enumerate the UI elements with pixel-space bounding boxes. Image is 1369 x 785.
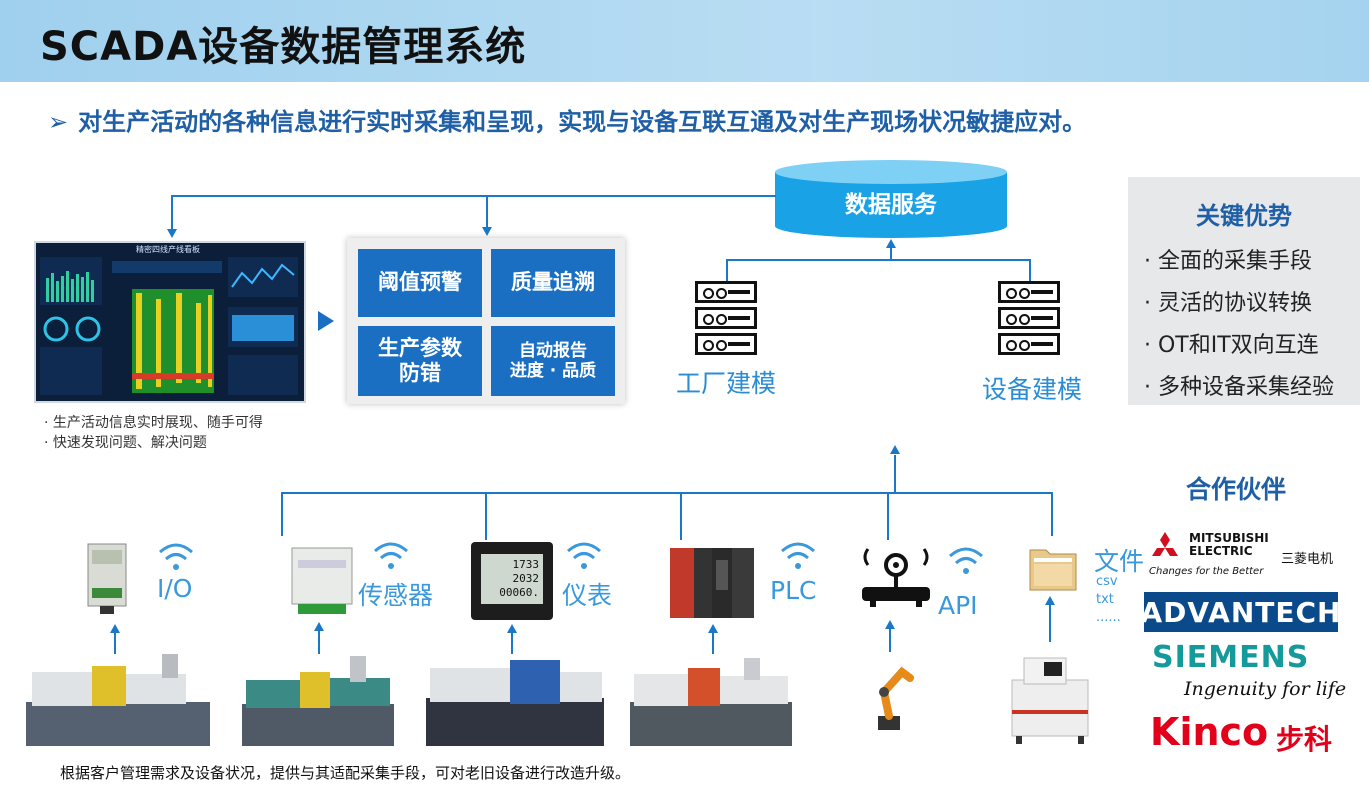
dashboard-title: 精密四线产线看板 xyxy=(136,245,200,254)
dashboard-bullet: · 快速发现问题、解决问题 xyxy=(44,435,207,451)
meter-reading: 1733 xyxy=(512,558,540,571)
router-icon xyxy=(862,548,930,607)
advantage-item: · OT和IT双向互连 xyxy=(1144,333,1319,358)
dashboard-bullet: · 生产活动信息实时展现、随手可得 xyxy=(44,415,263,431)
sensor-icon xyxy=(291,547,353,614)
meter-reading: 00060. xyxy=(499,586,539,599)
feature-param-errorproof: 生产参数 防错 xyxy=(358,326,482,396)
advantech-logo: ADVANTECH xyxy=(1141,592,1341,632)
injection-machine-icon xyxy=(242,656,394,746)
mitsubishi-name-2: ELECTRIC xyxy=(1189,544,1253,558)
mitsubishi-cn: 三菱电机 xyxy=(1281,552,1334,567)
subtitle-text: 对生产活动的各种信息进行实时采集和呈现，实现与设备互联互通及对生产现场状况敏捷应… xyxy=(78,108,1087,136)
dashboard-screenshot xyxy=(34,241,306,403)
arrow-up-icon xyxy=(507,624,517,633)
device-label-io: I/O xyxy=(157,574,193,603)
wifi-icon xyxy=(781,542,815,569)
file-type-more: ...... xyxy=(1096,610,1121,625)
device-label-plc: PLC xyxy=(770,576,817,605)
advantages-panel xyxy=(1128,177,1360,405)
folder-icon xyxy=(1029,549,1077,591)
title-banner xyxy=(0,0,1369,82)
connector-line xyxy=(511,632,513,654)
mitsubishi-tagline: Changes for the Better xyxy=(1149,566,1264,577)
arrow-up-icon xyxy=(890,445,900,454)
connector-line xyxy=(172,195,776,197)
connector-line xyxy=(171,195,173,231)
advantage-item: · 全面的采集手段 xyxy=(1144,249,1312,274)
connector-line xyxy=(726,259,728,281)
arrow-up-icon xyxy=(886,239,896,248)
injection-machine-icon xyxy=(630,658,792,746)
robot-arm-icon xyxy=(878,666,914,730)
arrow-up-icon xyxy=(110,624,120,633)
mitsubishi-diamonds-icon xyxy=(1152,532,1178,556)
connector-line xyxy=(712,632,714,654)
data-service-database-icon xyxy=(775,160,1007,238)
partners-title: 合作伙伴 xyxy=(1186,475,1287,504)
arrow-down-icon xyxy=(482,227,492,236)
arrow-up-icon xyxy=(708,624,718,633)
advantage-item: · 灵活的协议转换 xyxy=(1144,291,1312,316)
arrow-up-icon xyxy=(885,620,895,629)
connector-line xyxy=(486,195,488,229)
siemens-logo: SIEMENS xyxy=(1152,640,1310,675)
device-label-sensor: 传感器 xyxy=(358,581,434,610)
wifi-icon xyxy=(567,542,601,569)
connector-line xyxy=(890,248,892,260)
feature-auto-report: 自动报告 进度 · 品质 xyxy=(491,326,615,396)
connector-line xyxy=(887,492,889,540)
arrow-down-icon xyxy=(167,229,177,238)
injection-machine-icon xyxy=(26,654,210,746)
advantage-item: · 多种设备采集经验 xyxy=(1144,375,1334,400)
page-subtitle: ➢ 对生产活动的各种信息进行实时采集和呈现，实现与设备互联互通及对生产现场状况敏捷… xyxy=(48,102,1086,137)
connector-line xyxy=(1049,604,1051,642)
data-service-label: 数据服务 xyxy=(845,192,937,218)
io-module-icon xyxy=(87,543,127,614)
mitsubishi-name-1: MITSUBISHI xyxy=(1189,531,1269,545)
feature-quality-trace: 质量追溯 xyxy=(491,249,615,317)
inspection-machine-icon xyxy=(1011,657,1089,744)
arrow-right-icon xyxy=(318,311,334,331)
connector-line xyxy=(1051,492,1053,536)
page-title: SCADA设备数据管理系统 xyxy=(40,24,527,70)
device-bus-line xyxy=(281,492,1052,494)
connector-line xyxy=(1029,259,1031,281)
wifi-icon xyxy=(159,543,193,570)
arrow-up-icon xyxy=(1045,596,1055,605)
device-label-file: 文件 xyxy=(1094,547,1145,576)
connector-line xyxy=(281,492,283,536)
device-label-api: API xyxy=(938,591,978,620)
device-label-meter: 仪表 xyxy=(562,581,613,610)
plc-icon xyxy=(670,548,754,618)
file-type-csv: csv xyxy=(1096,574,1118,589)
factory-server-icon xyxy=(695,281,757,359)
connector-line xyxy=(889,628,891,652)
wifi-icon xyxy=(374,542,408,569)
meter-icon: 1733 2032 00060. xyxy=(471,542,553,620)
connector-line xyxy=(680,492,682,540)
arrow-up-icon xyxy=(314,622,324,631)
footer-note: 根据客户管理需求及设备状况，提供与其适配采集手段，可对老旧设备进行改造升级。 xyxy=(60,764,631,782)
arrow-bullet-icon: ➢ xyxy=(48,108,69,136)
connector-line xyxy=(726,259,1030,261)
advantages-title: 关键优势 xyxy=(1196,202,1292,230)
kinco-cn: 步科 xyxy=(1276,723,1333,756)
file-type-txt: txt xyxy=(1096,592,1114,607)
kinco-logo: Kinco xyxy=(1150,710,1269,754)
mitsubishi-logo: MITSUBISHI ELECTRIC Changes for the Bett… xyxy=(1147,530,1342,582)
factory-model-label: 工厂建模 xyxy=(676,369,777,398)
equipment-model-label: 设备建模 xyxy=(982,375,1083,404)
injection-machine-icon xyxy=(426,660,604,746)
meter-reading: 2032 xyxy=(512,572,540,585)
wifi-icon xyxy=(949,547,983,574)
dashboard-chart-graphic xyxy=(40,257,298,395)
connector-line xyxy=(114,632,116,654)
feature-threshold-alert: 阈值预警 xyxy=(358,249,482,317)
connector-line xyxy=(318,630,320,654)
equipment-server-icon xyxy=(998,281,1060,359)
connector-line xyxy=(894,455,896,493)
connector-line xyxy=(485,492,487,540)
siemens-tagline: Ingenuity for life xyxy=(1184,678,1347,700)
